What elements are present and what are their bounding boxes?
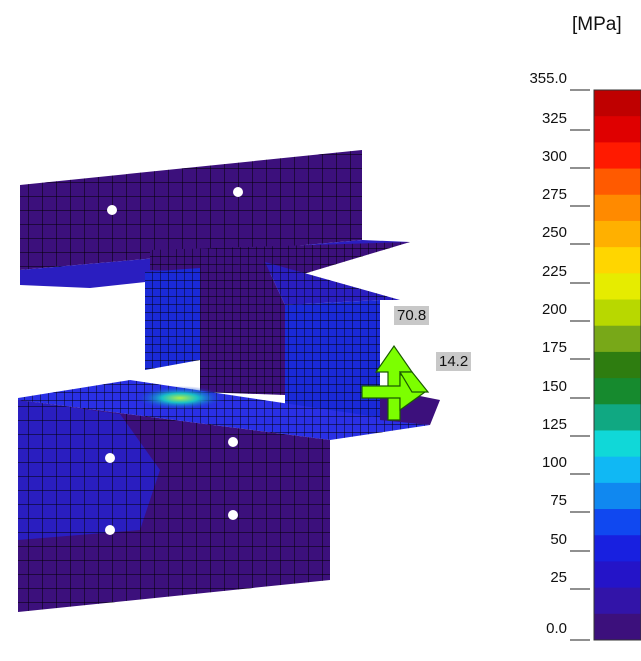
bolt-hole [233,187,243,197]
load-arrow [361,344,430,421]
value-callout: 70.8 [394,306,430,325]
color-scale-tick-label: 50 [550,531,567,548]
color-scale-tick-label: 75 [550,492,567,509]
bolt-hole [105,525,115,535]
color-scale-tick-label: 325 [541,110,567,127]
color-scale-tick-label: 0.0 [546,620,567,637]
color-scale-bar [593,89,641,641]
color-scale-swatch [594,299,641,327]
color-scale-swatch [594,116,641,143]
color-scale-swatch [594,194,641,222]
color-scale-swatch [594,247,641,274]
color-scale-tick-label: 275 [541,186,567,203]
color-scale-swatch [594,325,641,353]
color-scale-swatch [594,535,641,562]
bolt-hole [228,510,238,520]
value-callout: 14.2 [436,352,472,371]
color-scale-tick-label: 200 [541,301,567,318]
color-scale-tick-label: 250 [541,224,567,241]
color-scale-swatch [594,587,641,615]
unit-label: [MPa] [572,14,622,35]
color-scale-swatch [594,378,641,405]
color-scale-ticks [570,89,590,641]
color-scale-tick-label: 25 [550,569,567,586]
bolt-hole [228,437,238,447]
lower-plate [18,380,440,440]
bolt-hole [105,453,115,463]
color-scale-tick-label: 125 [541,416,567,433]
color-scale-tick-label: 225 [541,263,567,280]
color-scale-swatch [594,220,641,248]
color-scale-swatch [594,430,641,458]
color-scale-tick-label: 355.0 [529,70,567,87]
color-scale-swatch [594,509,641,536]
color-scale-tick-label: 300 [541,148,567,165]
color-scale-swatch [594,456,641,484]
color-scale-swatch [594,142,641,170]
color-scale-swatch [594,404,641,431]
color-scale-swatch [594,351,641,379]
color-scale-swatch [594,90,641,117]
color-scale-tick-label: 100 [541,454,567,471]
color-scale-tick-label: 150 [541,378,567,395]
web-plates [145,262,400,430]
color-scale-tick-label: 175 [541,339,567,356]
color-scale-swatch [594,273,641,301]
color-scale-swatch [594,561,641,589]
color-scale-swatch [594,613,641,641]
color-scale-swatch [594,168,641,196]
color-scale-border [593,89,641,641]
color-scale-swatch [594,482,641,510]
base-plate [18,400,330,612]
bolt-hole [107,205,117,215]
